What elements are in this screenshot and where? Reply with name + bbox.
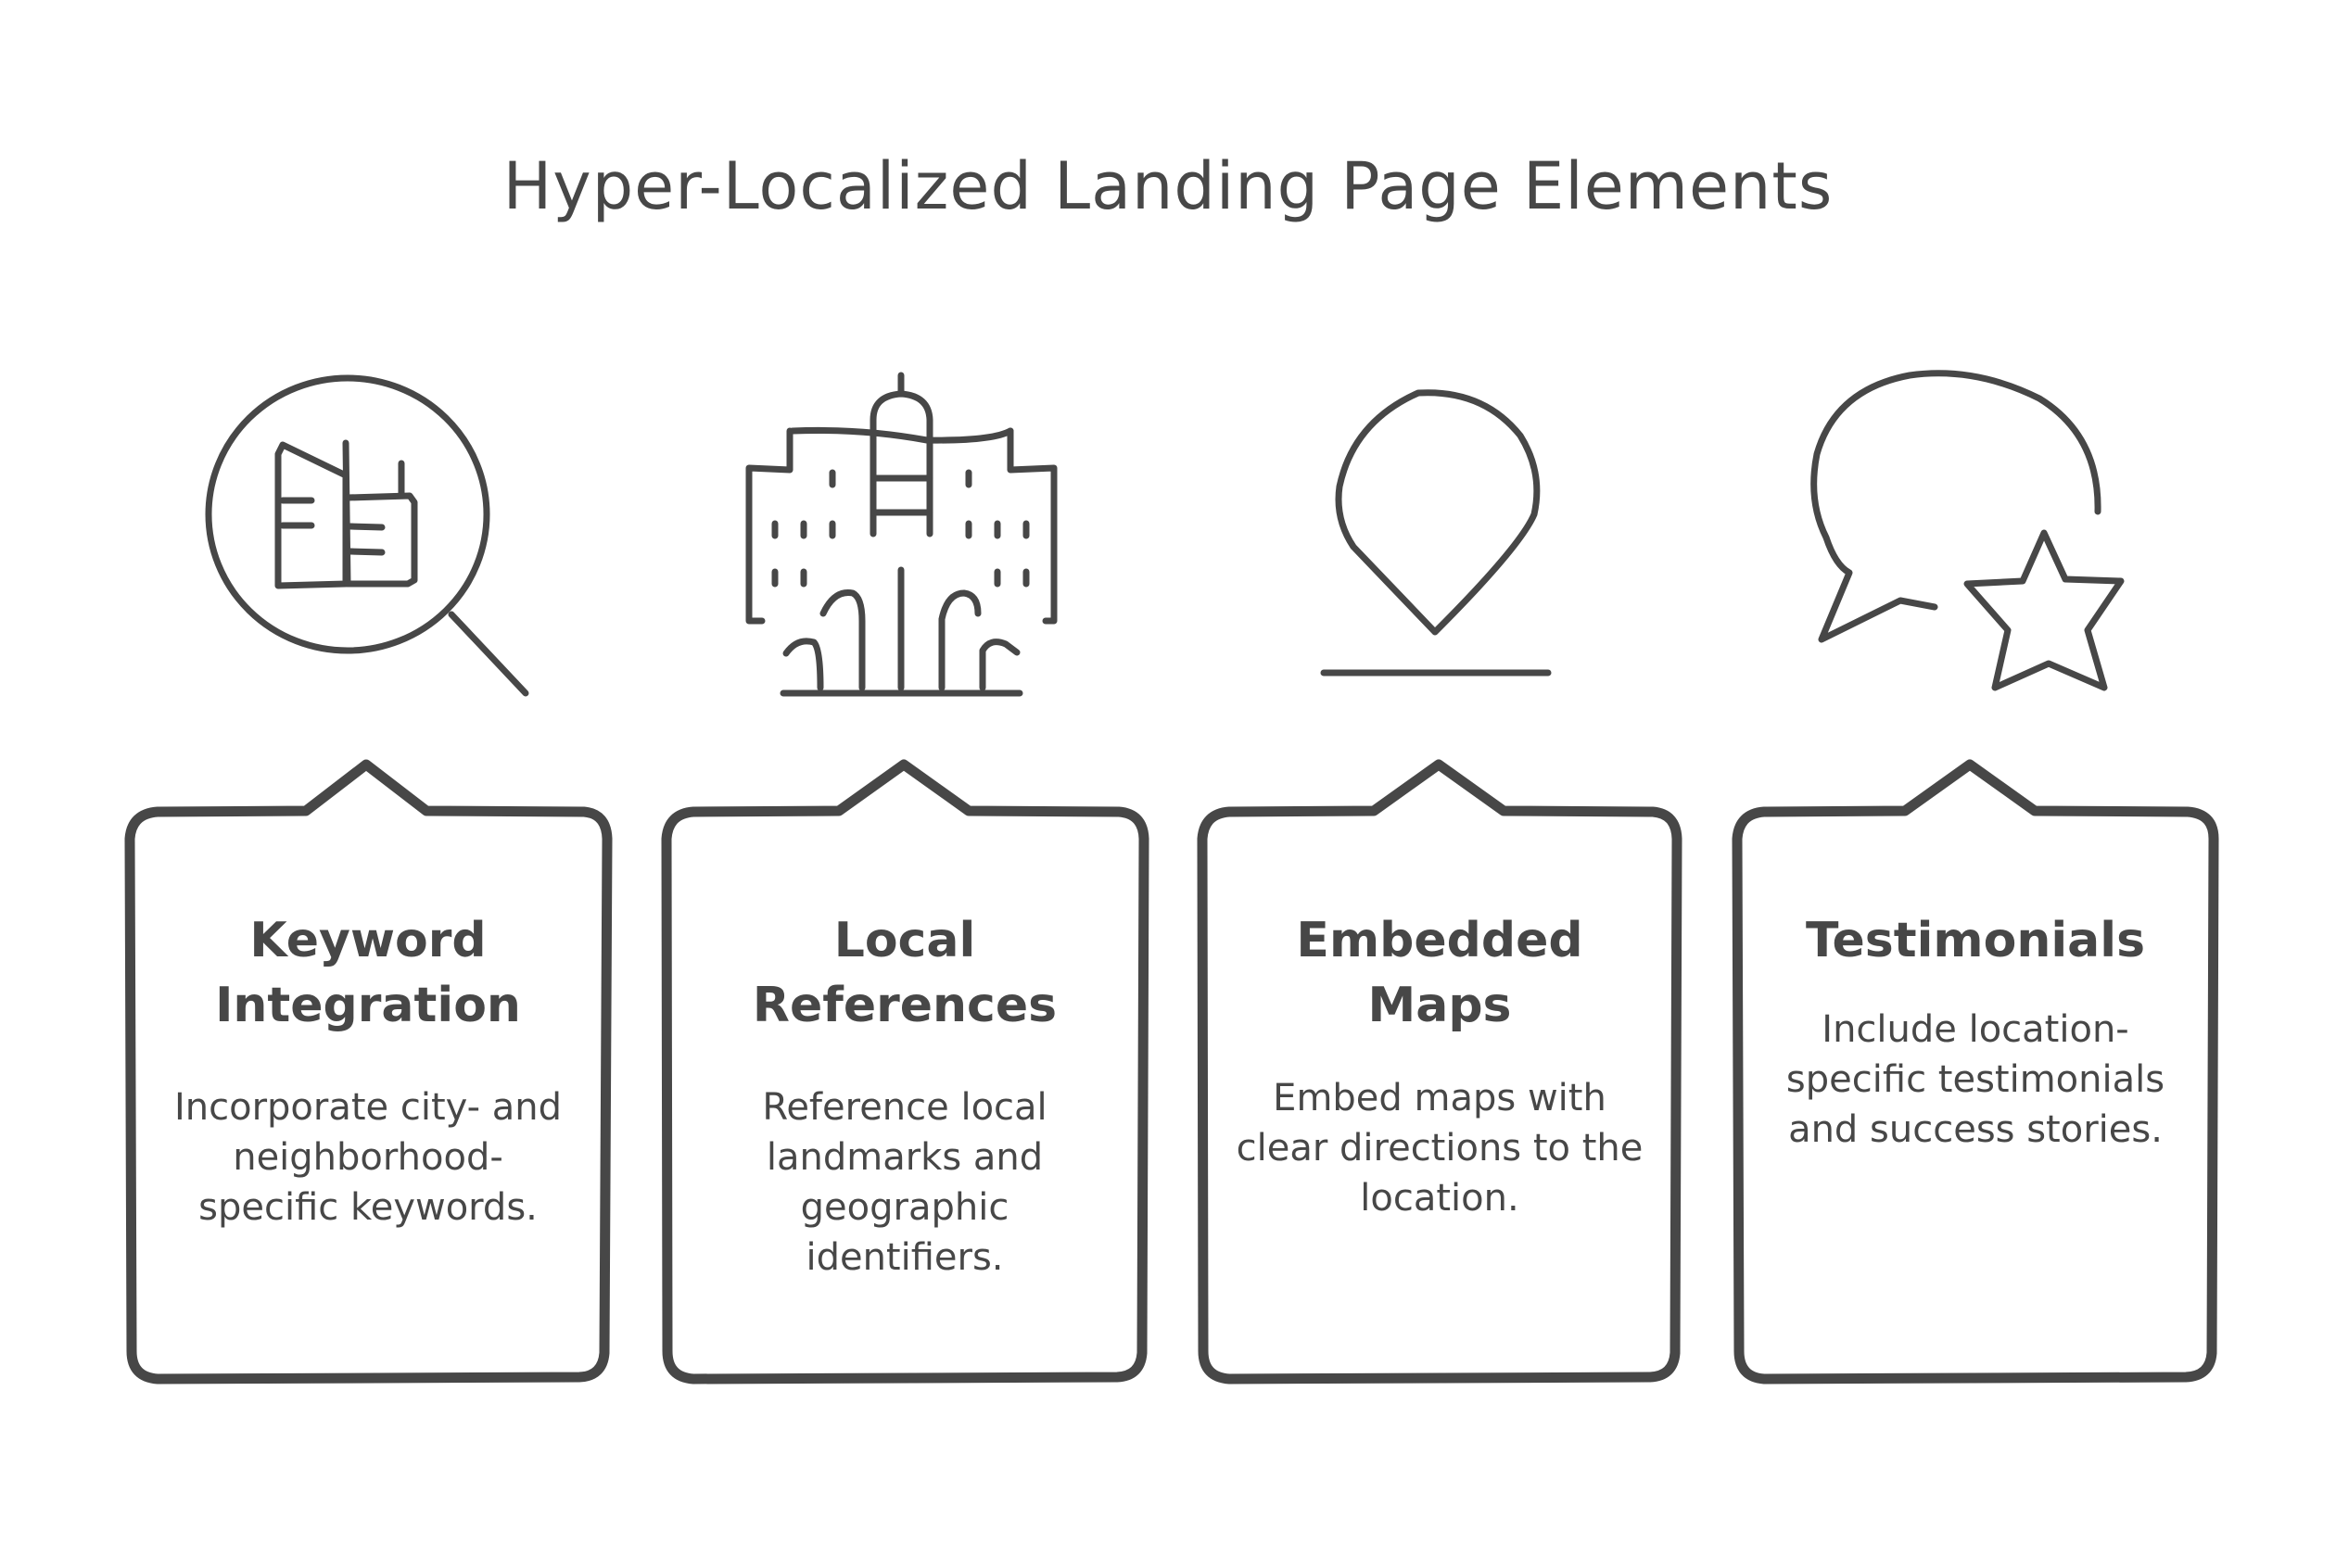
card-outline-2 (661, 759, 1149, 1385)
map-pin-icon (1320, 389, 1552, 677)
card-embedded-maps: Embedded Maps Embed maps with clear dire… (1236, 908, 1644, 1223)
card-description: Reference local landmarks and geographic… (762, 1086, 1047, 1279)
magnifier-buildings-icon (205, 374, 529, 697)
card-outline-1 (124, 759, 613, 1385)
card-heading: Keyword Integration (215, 913, 521, 1033)
card-description: Include location-specific testimonials a… (1785, 1008, 2165, 1151)
card-description: Embed maps with clear directions to the … (1236, 1077, 1644, 1220)
page-title: Hyper-Localized Landing Page Elements (502, 148, 1834, 224)
card-keyword-integration: Keyword Integration Incorporate city- an… (164, 908, 572, 1233)
chat-star-icon (1810, 370, 2125, 691)
card-heading: Testimonials (1805, 913, 2146, 968)
card-outline-4 (1732, 759, 2219, 1385)
card-testimonials: Testimonials Include location-specific t… (1771, 908, 2179, 1155)
landmark-building-icon (745, 372, 1058, 697)
card-local-references: Local References Reference local landmar… (701, 908, 1109, 1283)
card-outline-3 (1197, 759, 1682, 1385)
card-heading: Embedded Maps (1296, 913, 1583, 1033)
card-description: Incorporate city- and neighborhood-speci… (173, 1086, 563, 1229)
card-heading: Local References (752, 913, 1058, 1033)
